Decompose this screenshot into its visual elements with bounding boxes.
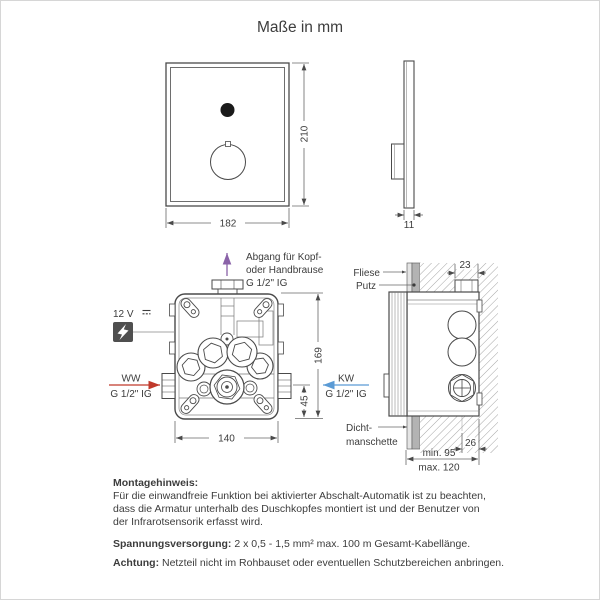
ww-fitting — [161, 373, 176, 399]
power-label: 12 V — [113, 309, 134, 320]
rough-in-box-dimensions — [174, 292, 323, 443]
power-note-text: 2 x 0,5 - 1,5 mm² max. 100 m Gesamt-Kabe… — [234, 538, 471, 550]
power-note: Spannungsversorgung: 2 x 0,5 - 1,5 mm² m… — [113, 538, 513, 551]
kw-thread-label: G 1/2" IG — [325, 389, 367, 400]
page-title: Maße in mm — [256, 19, 344, 36]
dim-depth-min: min. 95 — [423, 448, 456, 459]
dim-depth-11: 11 — [404, 220, 415, 231]
mounting-note-line: Für die einwandfreie Funktion bei aktivi… — [113, 490, 486, 502]
mounting-note-line: der Infrarotsensorik erfasst wird. — [113, 516, 263, 528]
front-view — [165, 62, 290, 207]
wall-hatch — [479, 292, 498, 416]
dim-width-182: 182 — [220, 219, 237, 230]
power-supply — [113, 309, 175, 342]
warning-note: Achtung: Netzteil nicht im Rohbauset ode… — [113, 557, 513, 570]
warning-note-heading: Achtung: — [113, 557, 160, 569]
ww-label: WW — [122, 374, 141, 385]
dim-depth-max: max. 120 — [418, 463, 460, 474]
dim-fitting-23: 23 — [459, 260, 471, 271]
plaster-label: Putz — [356, 281, 376, 292]
kw-fitting — [277, 373, 292, 399]
control-knob — [210, 144, 246, 180]
rough-in-box — [161, 279, 292, 420]
notes-block: Montagehinweis: Für die einwandfreie Fun… — [113, 477, 513, 570]
union-nut-fitting — [444, 371, 479, 405]
dim-back-26: 26 — [465, 438, 477, 449]
mounting-note-line: dass die Armatur unterhalb des Duschkopf… — [113, 503, 480, 515]
kw-label: KW — [338, 374, 355, 385]
wall-section — [383, 262, 498, 453]
dc-symbol-icon — [142, 309, 151, 315]
front-view-dimensions — [165, 62, 309, 228]
seal-label-line1: Dicht- — [346, 423, 372, 434]
dim-box-width-140: 140 — [218, 434, 235, 445]
ww-thread-label: G 1/2" IG — [110, 389, 152, 400]
seal-label-line2: manschette — [346, 437, 398, 448]
outlet-label-line1: Abgang für Kopf- — [246, 252, 322, 263]
lightning-bolt-icon — [117, 324, 129, 340]
section-dimensions — [405, 259, 487, 465]
mounting-note-heading: Montagehinweis: — [113, 477, 199, 489]
power-note-heading: Spannungsversorgung: — [113, 538, 232, 550]
dim-box-height-169: 169 — [314, 347, 325, 364]
knob-side-profile — [391, 143, 405, 180]
dim-offset-45: 45 — [300, 395, 311, 407]
outlet-label-line3: G 1/2" IG — [246, 278, 288, 289]
infrared-sensor-icon — [220, 103, 235, 117]
outlet-label-line2: oder Handbrause — [246, 265, 324, 276]
section-leaders — [378, 270, 416, 429]
warning-note-text: Netzteil nicht im Rohbauset oder eventue… — [162, 557, 505, 569]
dim-height-210: 210 — [300, 125, 311, 142]
tile-label: Fliese — [353, 268, 380, 279]
side-view — [391, 60, 415, 209]
side-view-dimensions — [395, 210, 423, 220]
